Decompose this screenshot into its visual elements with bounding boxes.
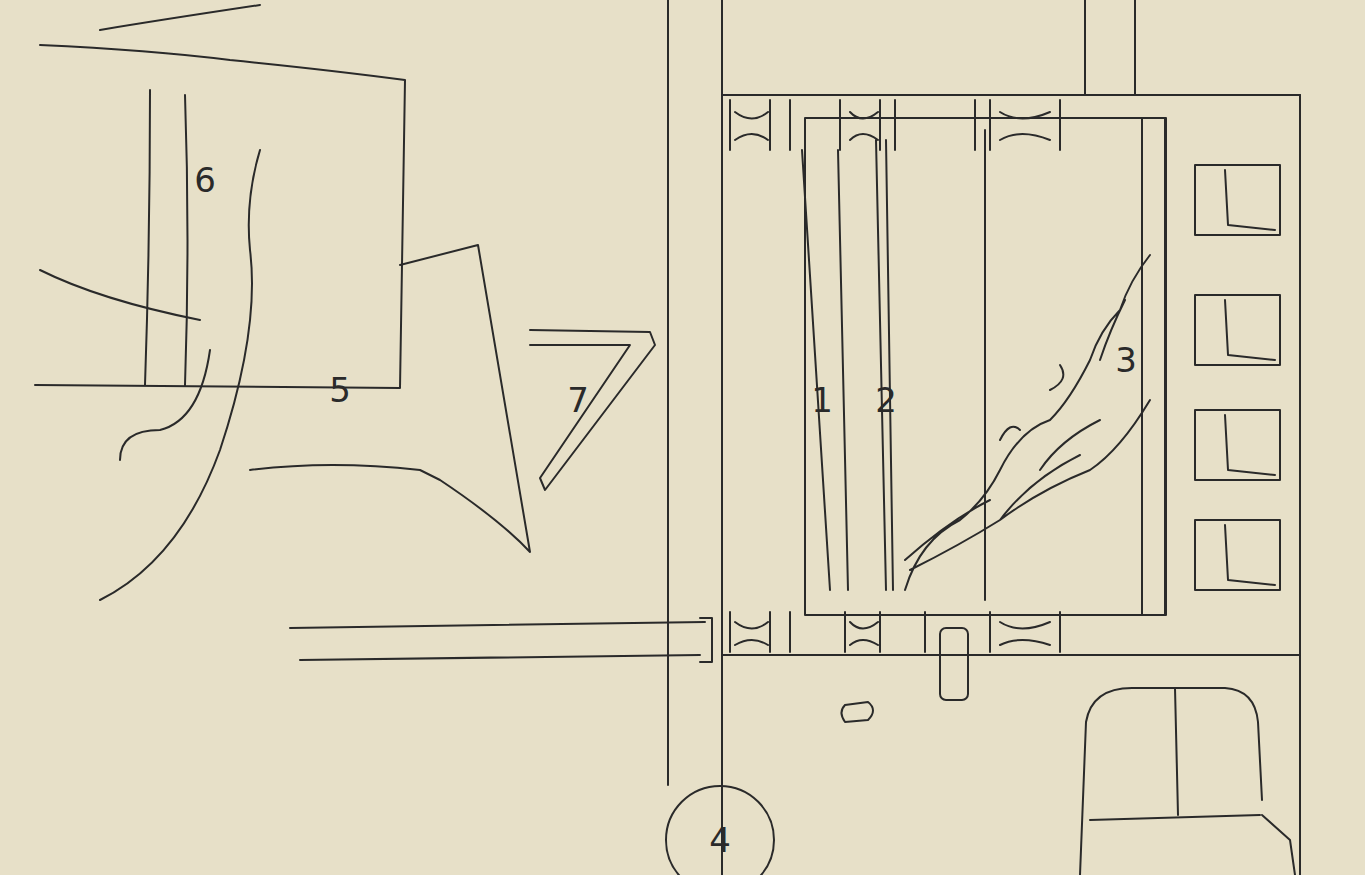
tile-column <box>1195 165 1280 590</box>
callout-number: 7 <box>567 380 589 420</box>
object-outline <box>530 330 655 490</box>
fireplace-frame <box>722 95 1300 655</box>
tile-row <box>730 100 1060 150</box>
mantel-line <box>667 0 669 785</box>
callout-number: 4 <box>709 820 731 860</box>
knob <box>842 702 874 722</box>
fender-rail <box>290 618 712 662</box>
callout-number: 5 <box>329 370 351 410</box>
callout-number: 1 <box>811 380 833 420</box>
object-outline <box>40 150 530 600</box>
object-outline <box>35 5 405 388</box>
grate-bar <box>802 150 848 590</box>
callout-circle: 4 <box>665 785 775 875</box>
callout-number: 6 <box>194 160 216 200</box>
callout-number: 2 <box>875 380 897 420</box>
callout-number: 3 <box>1115 340 1137 380</box>
chair <box>1080 688 1295 875</box>
grate-opening <box>805 118 1165 615</box>
wall-line <box>1085 0 1135 95</box>
fire <box>1000 365 1063 440</box>
bar <box>940 628 968 700</box>
fire <box>905 255 1150 590</box>
tile-row <box>730 612 1060 652</box>
grate-side <box>1142 118 1166 615</box>
grate-bar <box>876 140 893 590</box>
